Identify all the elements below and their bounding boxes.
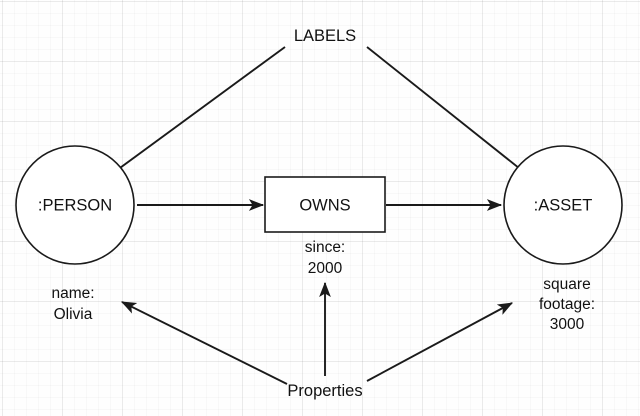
edge-labels-to-asset[interactable] <box>366 46 545 189</box>
owns-label: OWNS <box>299 196 350 214</box>
node-asset[interactable]: :ASSET <box>503 145 623 265</box>
asset-property-key-line1: square <box>543 276 590 293</box>
owns-rectangle[interactable] <box>264 176 386 233</box>
asset-property-key-line2: footage: <box>539 296 595 313</box>
node-person[interactable]: :PERSON <box>15 145 135 265</box>
person-property-value: Olivia <box>54 306 93 323</box>
node-owns[interactable]: OWNS <box>264 176 386 233</box>
owns-property-value: 2000 <box>308 260 343 277</box>
asset-circle[interactable] <box>503 145 623 265</box>
owns-property-key: since: <box>305 239 346 256</box>
person-label: :PERSON <box>38 196 112 214</box>
person-property-key: name: <box>51 285 94 302</box>
edge-properties-to-person-props[interactable] <box>120 301 288 385</box>
person-properties-annotation: name: Olivia <box>51 285 94 323</box>
labels-group-label: LABELS <box>294 27 356 45</box>
asset-label: :ASSET <box>534 196 593 214</box>
edge-labels-to-person[interactable] <box>93 46 286 188</box>
person-circle[interactable] <box>15 145 135 265</box>
asset-property-value: 3000 <box>550 316 585 333</box>
edges-layer <box>93 46 545 385</box>
owns-properties-annotation: since: 2000 <box>305 239 346 277</box>
asset-properties-annotation: square footage: 3000 <box>539 276 595 333</box>
edge-properties-to-asset-props[interactable] <box>366 302 514 382</box>
properties-group-label: Properties <box>287 382 362 400</box>
